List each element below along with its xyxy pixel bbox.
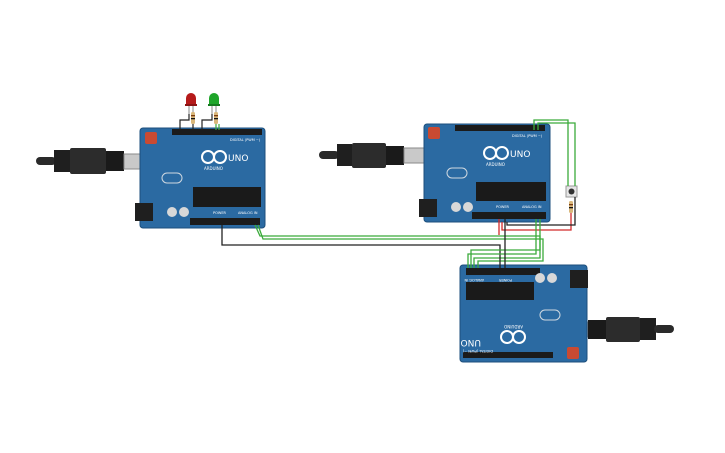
board-left-power-label: POWER xyxy=(213,211,227,215)
board-bottom-model-label: UNO xyxy=(461,337,481,347)
pushbutton[interactable] xyxy=(565,185,578,198)
wire-green-button[interactable] xyxy=(533,119,576,186)
led-wires xyxy=(179,114,220,130)
board-left-header-label: DIGITAL (PWM ~) xyxy=(230,138,261,142)
board-right-brand-label: ARDUINO xyxy=(486,162,505,167)
board-left-brand-label: ARDUINO xyxy=(204,166,223,171)
arduino-board-left[interactable]: UNO ARDUINO DIGITAL (PWM ~) POWER ANALOG… xyxy=(135,127,266,229)
board-right-analog-label: ANALOG IN xyxy=(522,205,542,209)
board-left-model-label: UNO xyxy=(228,154,248,164)
board-right-header-label: DIGITAL (PWM ~) xyxy=(512,134,543,138)
resistor-red-led[interactable] xyxy=(191,112,195,124)
board-bottom-brand-label: ARDUINO xyxy=(504,324,523,329)
wire-black-left-to-bottom[interactable] xyxy=(221,225,501,268)
resistor-button[interactable] xyxy=(569,201,573,213)
arduino-board-right[interactable]: UNO ARDUINO DIGITAL (PWM ~) POWER ANALOG… xyxy=(419,123,551,223)
board-right-power-label: POWER xyxy=(496,205,510,209)
arduino-board-bottom[interactable]: UNO ARDUINO DIGITAL (PWM ~) POWER ANALOG… xyxy=(459,264,588,363)
resistor-green-led[interactable] xyxy=(214,112,218,124)
red-led[interactable] xyxy=(185,93,197,114)
green-led[interactable] xyxy=(208,93,220,114)
board-bottom-power-label: POWER xyxy=(498,278,512,282)
board-bottom-header-label: DIGITAL (PWM ~) xyxy=(462,349,493,353)
board-left-analog-label: ANALOG IN xyxy=(238,211,258,215)
board-bottom-analog-label: ANALOG IN xyxy=(464,278,484,282)
usb-cable-left[interactable] xyxy=(36,148,147,174)
board-right-model-label: UNO xyxy=(510,150,530,160)
usb-cable-right[interactable] xyxy=(319,143,427,168)
wire-black-button[interactable] xyxy=(506,197,576,226)
